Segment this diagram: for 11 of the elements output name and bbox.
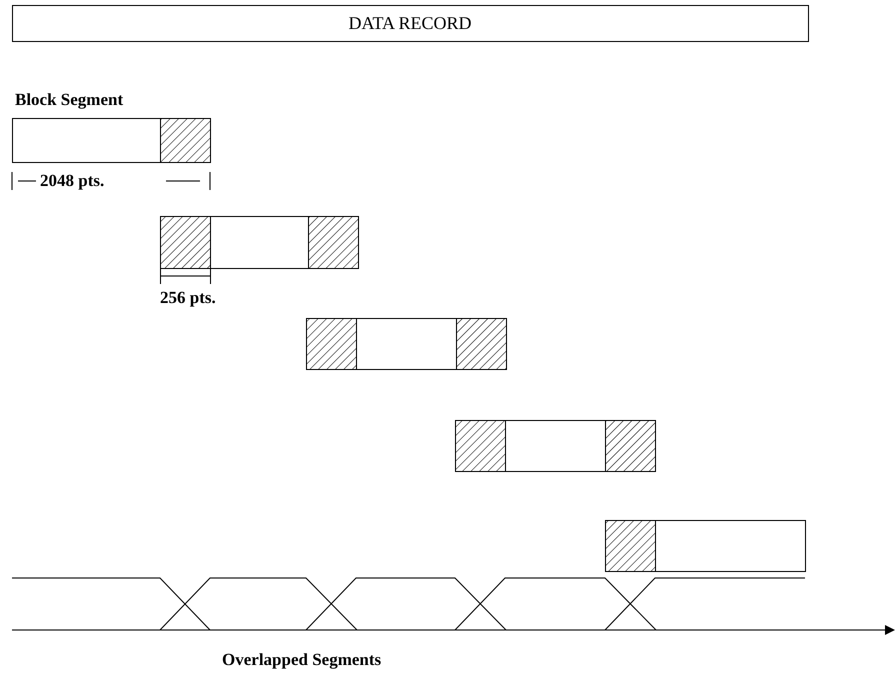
record-title: DATA RECORD <box>347 13 473 34</box>
dimension-label: 2048 pts. <box>40 171 104 191</box>
segment-bar <box>306 318 507 370</box>
segment-bar <box>605 520 806 572</box>
record-bar <box>12 5 809 42</box>
segment-bar <box>12 118 211 163</box>
segment-bar <box>455 420 656 472</box>
segment-bar <box>160 216 359 269</box>
segment-heading: Block Segment <box>15 90 124 110</box>
axis-label: Overlapped Segments <box>222 650 382 670</box>
dimension-label: 256 pts. <box>160 288 216 308</box>
